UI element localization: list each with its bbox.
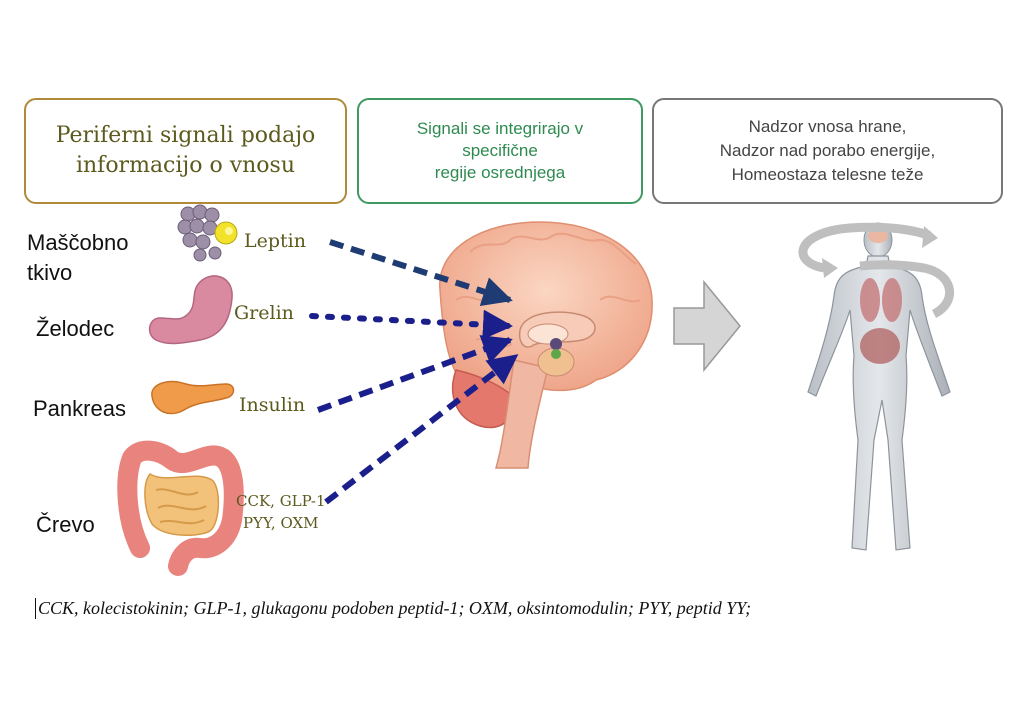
integration-line-2: specifične <box>462 141 538 160</box>
organ-fat-line-1: Maščobno <box>27 230 129 255</box>
brain-icon <box>439 221 653 469</box>
control-line-2: Nadzor nad porabo energije, <box>719 141 936 160</box>
organ-pancreas-label: Pankreas <box>33 396 126 421</box>
control-line-1: Nadzor vnosa hrane, <box>748 117 907 136</box>
grelin-arrow <box>309 309 513 340</box>
control-line-3: Homeostaza telesne teže <box>731 165 924 184</box>
leptin-arrow <box>329 239 513 306</box>
hormone-insulin: Insulin <box>239 394 306 416</box>
peripheral-signals-box: Periferni signali podajo informacijo o v… <box>24 98 347 204</box>
organ-gut-label: Črevo <box>36 512 95 537</box>
abbreviations-caption: CCK, kolecistokinin; GLP-1, glukagonu po… <box>35 598 751 619</box>
human-body-icon <box>798 222 954 551</box>
peripheral-line-2: informacijo o vnosu <box>75 153 296 178</box>
pancreas-icon <box>151 380 235 415</box>
insulin-arrow <box>316 335 513 413</box>
fat-tissue-icon <box>177 204 238 262</box>
integration-line-3: regije osrednjega <box>434 163 566 182</box>
organ-fat-label: Maščobno tkivo <box>27 228 129 288</box>
integration-line-1: Signali se integrirajo v <box>416 119 584 138</box>
peripheral-line-1: Periferni signali podajo <box>55 123 316 148</box>
hormone-gut-line-2: PYY, OXM <box>242 514 319 532</box>
process-arrow-icon <box>673 279 741 373</box>
stomach-icon <box>148 275 233 345</box>
hormone-leptin: Leptin <box>244 230 306 252</box>
control-box: Nadzor vnosa hrane, Nadzor nad porabo en… <box>652 98 1003 204</box>
organ-fat-line-2: tkivo <box>27 260 73 285</box>
gut-hormones-arrow <box>324 353 519 505</box>
hormone-gut-group: CCK, GLP-1 PYY, OXM <box>236 490 326 534</box>
intestine-icon <box>117 440 244 576</box>
hormone-gut-line-1: CCK, GLP-1 <box>236 492 326 510</box>
organ-stomach-label: Želodec <box>36 316 115 341</box>
integration-box: Signali se integrirajo v specifične regi… <box>357 98 643 204</box>
hormone-grelin: Grelin <box>234 302 294 324</box>
